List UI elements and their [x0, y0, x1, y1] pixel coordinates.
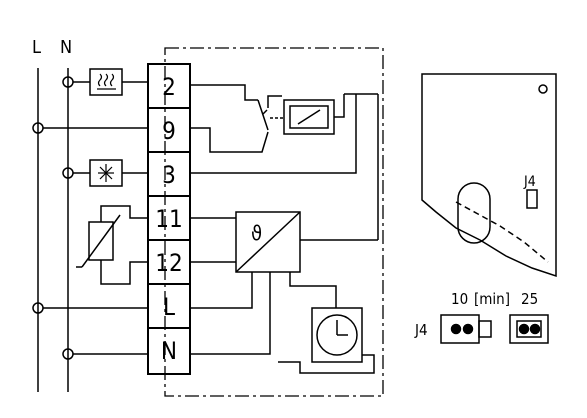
- terminal-block: [147, 63, 191, 375]
- terminal-label-11: 11: [155, 205, 182, 233]
- rail-label-n: N: [60, 37, 72, 58]
- rail-label-l: L: [32, 37, 41, 58]
- heating-element-box: [89, 68, 123, 96]
- jumper-label: J4: [414, 321, 428, 339]
- enclosure-outline: [164, 47, 384, 397]
- snowflake-icon: [98, 164, 114, 182]
- board-outline: [421, 73, 557, 278]
- jumper-value-25: 25: [521, 290, 538, 308]
- terminal-label-9: 9: [162, 117, 176, 145]
- controller-module: [235, 211, 301, 273]
- jumper-value-10: 10: [451, 290, 468, 308]
- board-cutout: [457, 182, 491, 244]
- jumper-unit: [min]: [474, 290, 510, 308]
- terminal-label-l: L: [163, 293, 175, 321]
- sensor-symbol: ϑ: [251, 221, 262, 245]
- terminal-label-12: 12: [155, 249, 182, 277]
- board-jumper-label: J4: [523, 174, 536, 190]
- clock-icon: [316, 314, 358, 356]
- clock-box: [311, 307, 363, 363]
- board-jumper: [526, 189, 538, 209]
- heating-icon: [97, 73, 116, 90]
- terminal-label-3: 3: [162, 161, 176, 189]
- terminal-label-n: N: [161, 337, 177, 365]
- terminal-label-2: 2: [162, 73, 176, 101]
- jumper-25min: [509, 314, 549, 344]
